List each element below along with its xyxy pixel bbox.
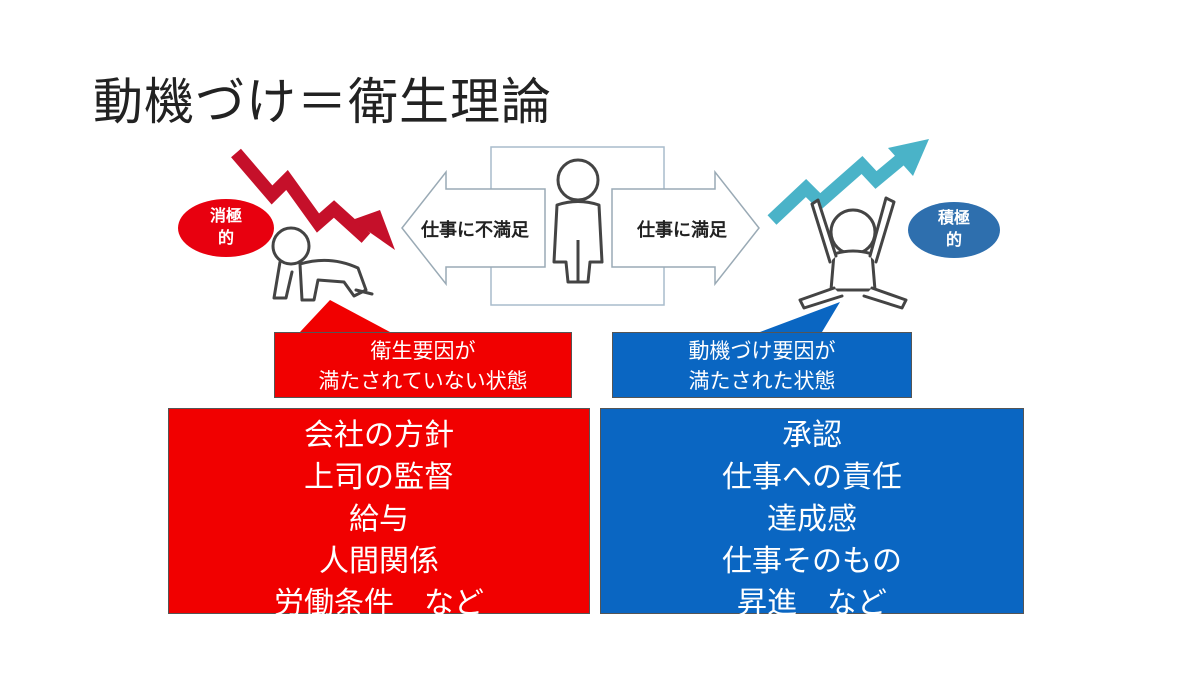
- negative-badge-line1: 消極: [210, 206, 242, 225]
- down-trend-arrow-icon: [231, 148, 395, 250]
- motivation-factor-item: 仕事そのもの: [722, 544, 902, 579]
- motivation-callout: 動機づけ要因が 満たされた状態: [612, 332, 912, 398]
- motivation-factor-item: 昇進 など: [737, 586, 887, 621]
- motivation-factors-list: 承認 仕事への責任 達成感 仕事そのもの 昇進 など: [600, 408, 1024, 621]
- hygiene-callout-line1: 衛生要因が: [370, 339, 476, 363]
- left-callout-tail: [300, 300, 390, 332]
- right-arrow-label: 仕事に満足: [636, 219, 727, 241]
- left-arrow: [401, 169, 546, 287]
- hygiene-callout-line2: 満たされていない状態: [318, 369, 528, 393]
- motivation-callout-line2: 満たされた状態: [688, 369, 836, 393]
- positive-badge-line1: 積極: [937, 208, 970, 227]
- cheering-person-icon: [798, 196, 908, 310]
- left-arrow-label: 仕事に不満足: [420, 219, 529, 241]
- positive-badge: 積極 的: [908, 202, 1000, 258]
- hygiene-factor-item: 会社の方針: [304, 418, 454, 453]
- motivation-callout-line1: 動機づけ要因が: [688, 339, 836, 363]
- right-callout-tail: [760, 302, 840, 332]
- negative-badge-line2: 的: [218, 228, 234, 247]
- motivation-factor-item: 達成感: [767, 502, 857, 537]
- motivation-factor-item: 仕事への責任: [722, 460, 902, 495]
- hygiene-factor-item: 労働条件 など: [274, 586, 484, 621]
- negative-badge: 消極 的: [178, 199, 274, 257]
- hygiene-factor-item: 人間関係: [319, 544, 439, 579]
- motivation-factor-item: 承認: [782, 418, 842, 453]
- slide-title: 動機づけ＝衛生理論: [93, 73, 552, 131]
- hygiene-factors-list: 会社の方針 上司の監督 給与 人間関係 労働条件 など: [168, 408, 590, 621]
- crawling-person-icon: [271, 226, 374, 302]
- right-arrow: [611, 169, 760, 287]
- standing-person-icon: [552, 158, 604, 284]
- positive-badge-line2: 的: [946, 230, 962, 249]
- hygiene-factor-item: 上司の監督: [304, 460, 454, 495]
- hygiene-factor-item: 給与: [349, 502, 409, 537]
- up-trend-arrow-icon: [767, 139, 929, 225]
- hygiene-callout: 衛生要因が 満たされていない状態: [274, 332, 572, 398]
